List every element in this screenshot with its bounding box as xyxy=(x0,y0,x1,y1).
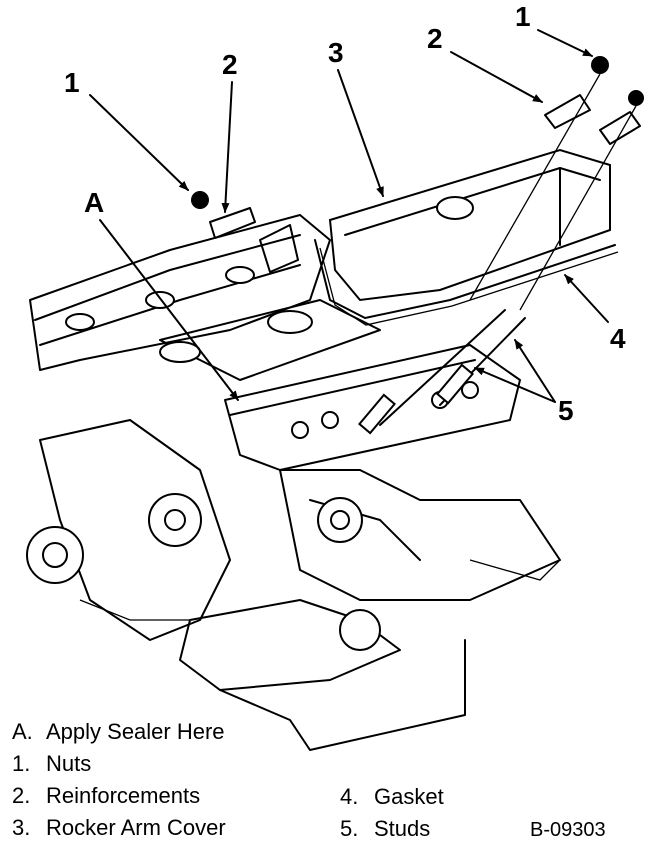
legend-item-3: 3. Rocker Arm Cover xyxy=(12,812,226,844)
legend-key: 1. xyxy=(12,751,31,776)
legend-item-2: 2. Reinforcements xyxy=(12,780,226,812)
callout-1-left: 1 xyxy=(64,67,80,98)
legend-key: 4. xyxy=(340,784,359,809)
engine-block-drawing xyxy=(26,56,644,751)
legend-label: Reinforcements xyxy=(46,783,201,808)
legend-label: Rocker Arm Cover xyxy=(46,815,226,840)
legend-key: A. xyxy=(12,719,33,744)
legend-item-1: 1. Nuts xyxy=(12,748,226,780)
callout-a: A xyxy=(84,187,104,218)
legend-left: A. Apply Sealer Here 1. Nuts 2. Reinforceme… xyxy=(12,716,226,844)
legend-key: 2. xyxy=(12,783,31,808)
callout-4: 4 xyxy=(610,323,626,354)
legend-key: 5. xyxy=(340,816,359,841)
legend-right: 4. Gasket 5. Studs xyxy=(340,781,444,845)
callout-2-right: 2 xyxy=(427,23,443,54)
callout-2-left: 2 xyxy=(222,49,238,80)
legend-item-a: A. Apply Sealer Here xyxy=(12,716,226,748)
callout-1-right: 1 xyxy=(515,1,531,32)
callout-3: 3 xyxy=(328,37,344,68)
figure-id: B-09303 xyxy=(530,819,606,841)
callout-leaders xyxy=(89,29,609,403)
legend-label: Apply Sealer Here xyxy=(46,719,225,744)
legend-item-4: 4. Gasket xyxy=(340,781,444,813)
legend-key: 3. xyxy=(12,815,31,840)
legend-label: Gasket xyxy=(374,784,444,809)
legend-label: Nuts xyxy=(46,751,92,776)
callout-5: 5 xyxy=(558,395,574,426)
legend-item-5: 5. Studs xyxy=(340,813,444,845)
legend-label: Studs xyxy=(374,816,431,841)
